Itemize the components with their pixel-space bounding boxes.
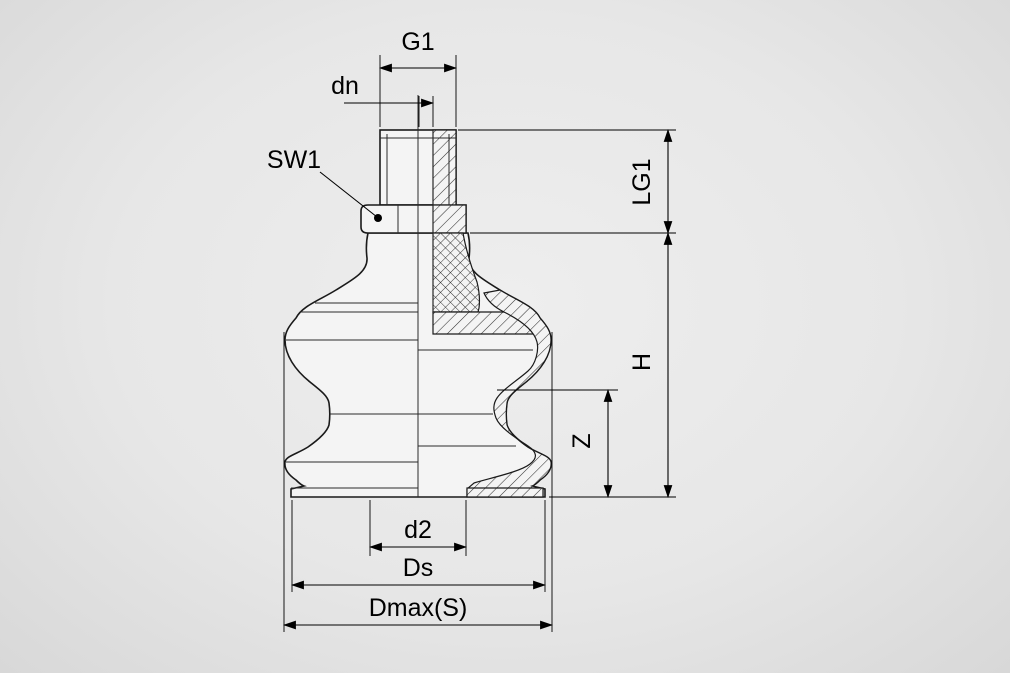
dimension-h: H [549,231,676,499]
z-label: Z [568,433,596,448]
insert-section-crosshatch [432,232,480,313]
g1-label: G1 [401,28,434,56]
dn-label: dn [331,72,359,100]
dimension-sw1: SW1 [267,146,382,222]
d2-label: d2 [404,516,432,544]
lip-section-hatch [466,487,544,498]
sw1-label: SW1 [267,146,321,174]
dimension-g1: G1 [378,28,458,127]
dimension-dmax: Dmax(S) [282,332,554,632]
dimension-d2: d2 [368,500,468,556]
sw1-leader-dot [374,214,382,222]
lg1-label: LG1 [628,158,656,205]
dimension-z: Z [497,388,618,499]
dimension-ds: Ds [290,500,547,592]
dimensions: G1 dn SW1 LG1 H [267,28,676,632]
dimension-lg1: LG1 [458,128,676,235]
flange-section-hatch [432,204,467,234]
thread-section-hatch [432,129,457,206]
suction-cup-body [284,95,552,498]
ds-label: Ds [403,554,434,582]
dmax-label: Dmax(S) [369,594,468,622]
bellows-wall-section-hatch [466,289,552,497]
dimension-dn: dn [331,72,435,127]
h-label: H [628,353,656,371]
